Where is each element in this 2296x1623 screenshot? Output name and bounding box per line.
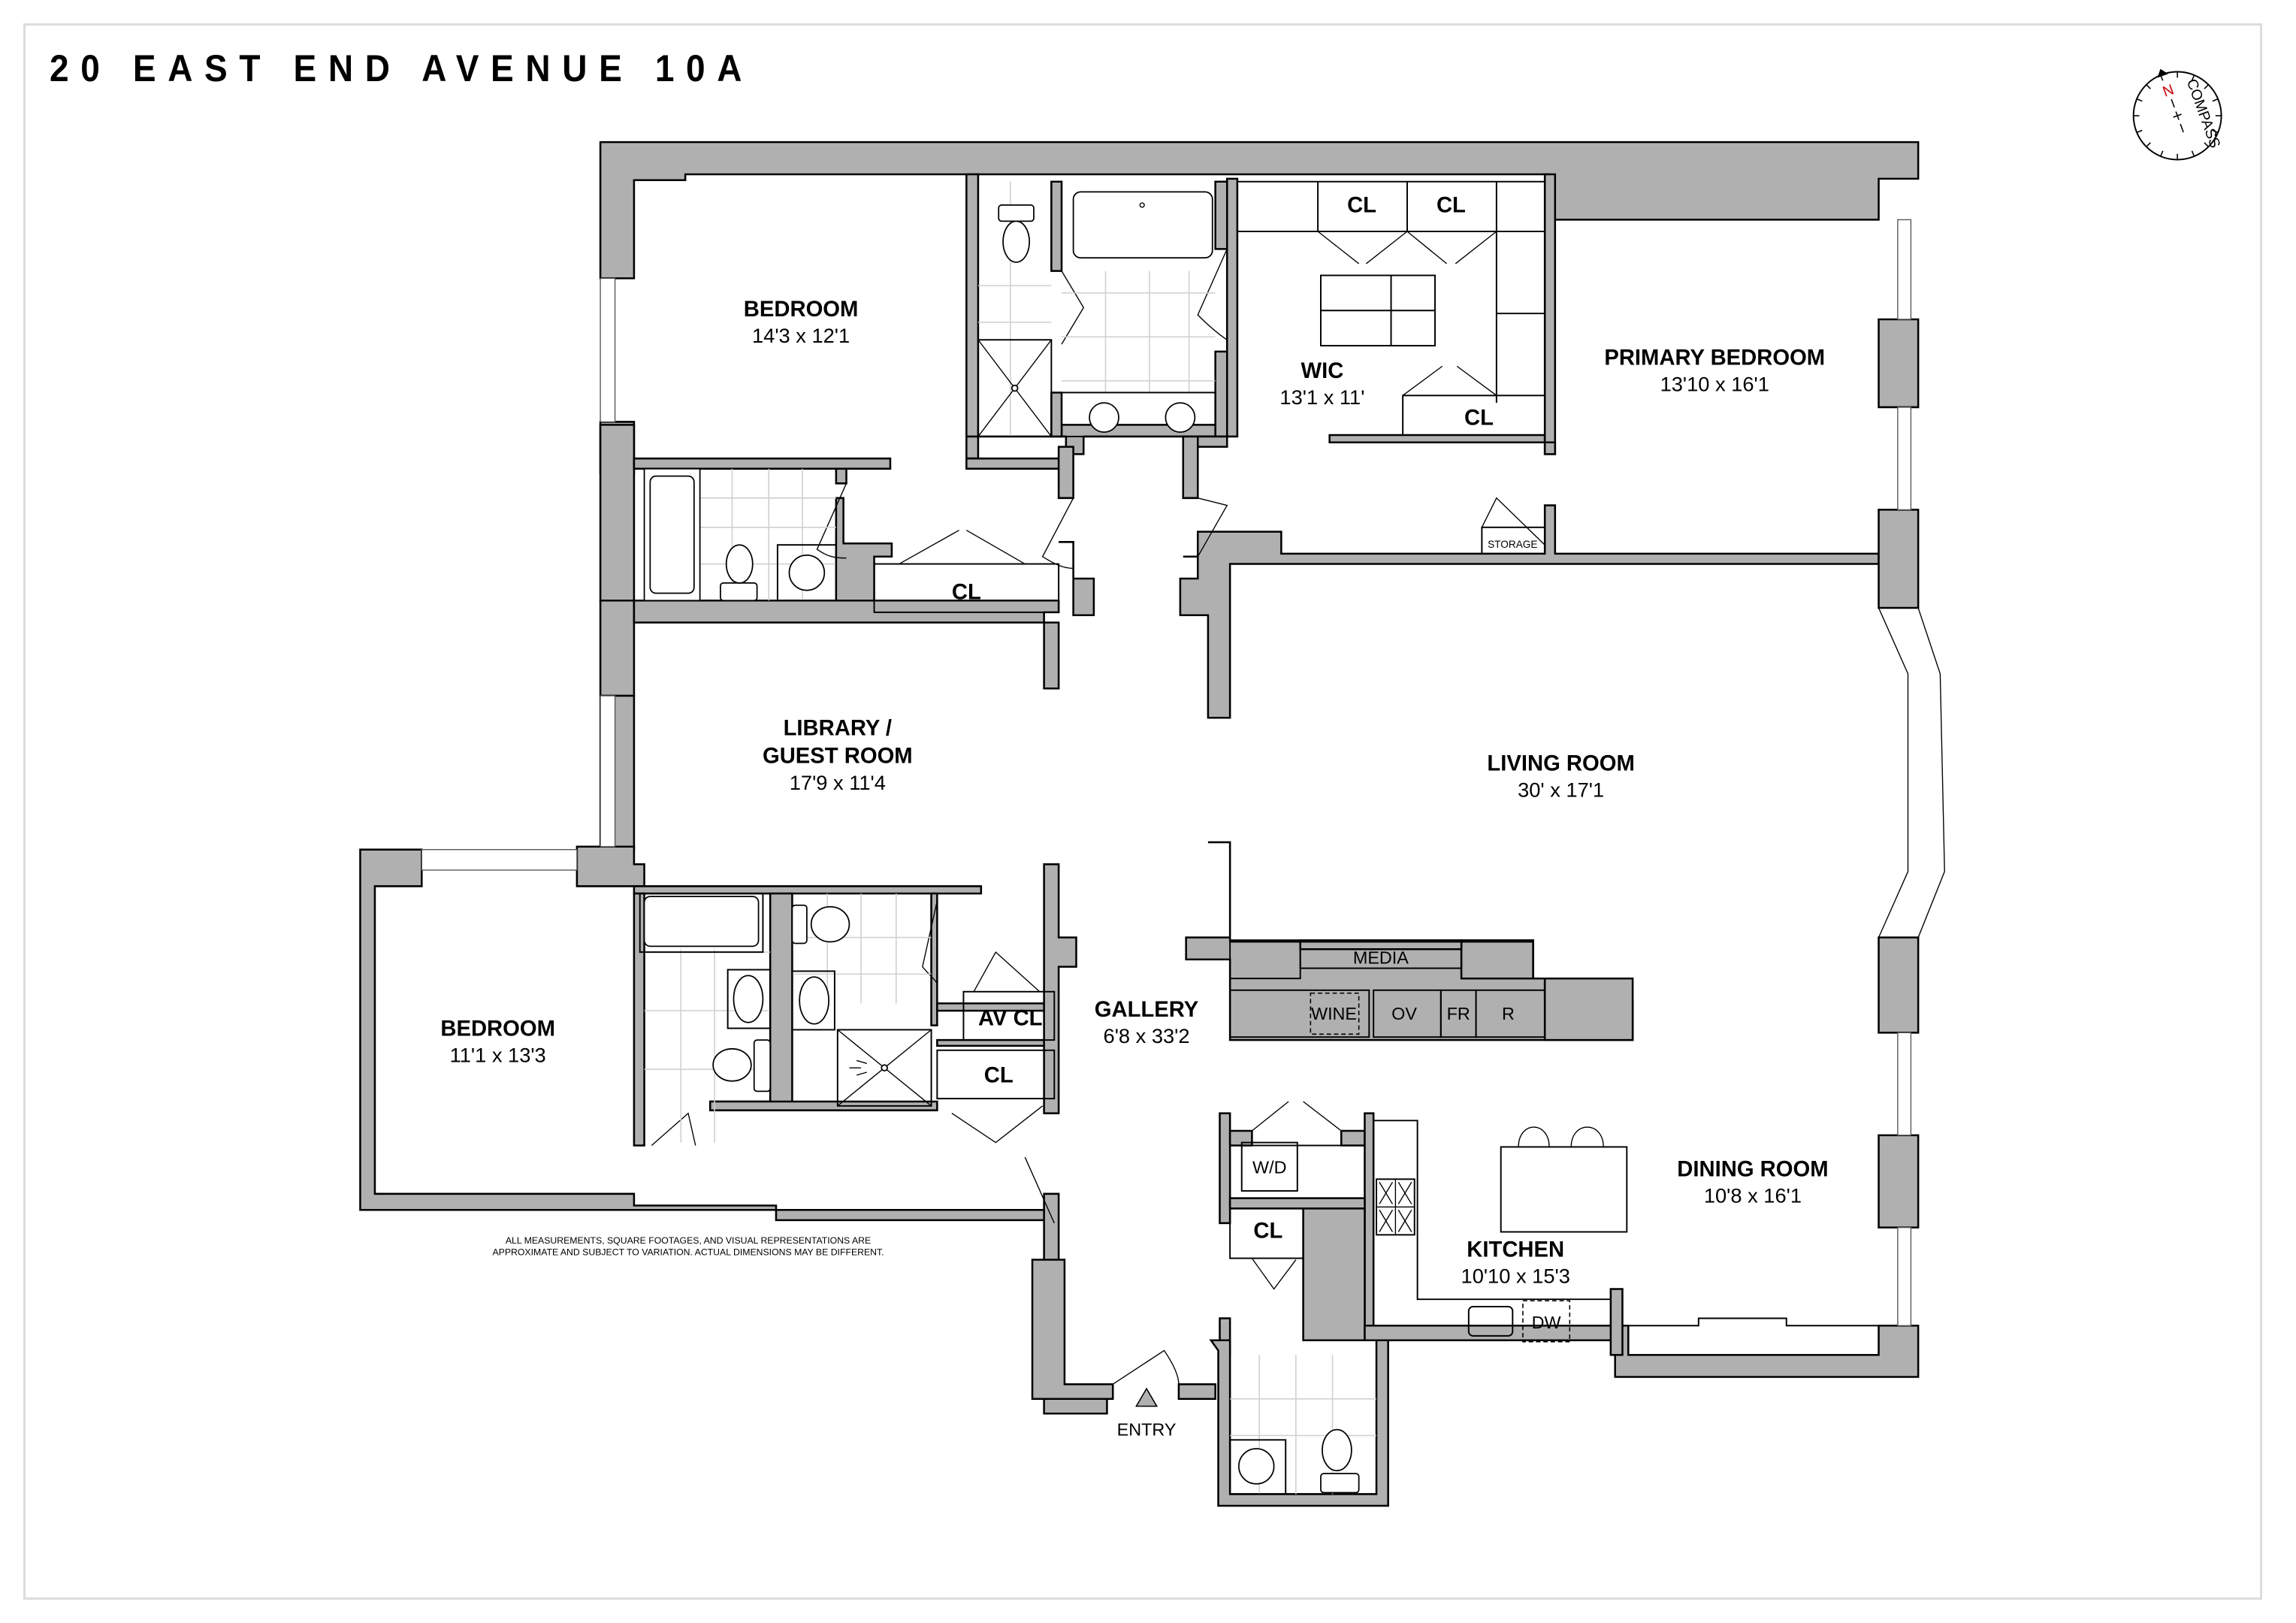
bathroom-fixtures [639,181,1377,1495]
storage-label: STORAGE [1488,539,1537,550]
room-dims-primary-bedroom: 13'10 x 16'1 [1660,373,1769,396]
closet-label-hall-top: CL [952,580,981,604]
room-label-gallery: GALLERY [1095,998,1199,1022]
room-label-primary-bedroom: PRIMARY BEDROOM [1604,346,1825,370]
room-label-bedroom-2: BEDROOM [440,1017,555,1041]
closet-label-wic-1: CL [1347,194,1376,218]
media-label: MEDIA [1353,948,1409,968]
room-label-dining-room: DINING ROOM [1677,1157,1828,1181]
room-dims-wic: 13'1 x 11' [1279,385,1364,409]
closet-label-hall-mid: CL [984,1064,1014,1088]
compass-icon: N COMPASS [2132,68,2223,161]
room-dims-kitchen: 10'10 x 15'3 [1461,1265,1570,1288]
closet-label-av: AV CL [978,1007,1042,1031]
room-label-wic: WIC [1301,359,1344,383]
room-dims-bedroom-1: 14'3 x 12'1 [752,324,850,347]
oven-label: OV [1391,1004,1417,1023]
room-label-library-line1: LIBRARY / [784,717,892,741]
appliance-labels: MEDIA WINE OV FR R W/D DW [1252,948,1561,1332]
room-label-living-room: LIVING ROOM [1487,751,1634,775]
windows [421,219,1945,1326]
closet-label-wic-3: CL [1464,406,1494,430]
disclaimer-line-2: APPROXIMATE AND SUBJECT TO VARIATION. AC… [492,1247,884,1258]
page-title: 20 EAST END AVENUE 10A [50,47,754,89]
page-frame [23,23,2262,1600]
room-labels: BEDROOM 14'3 x 12'1 WIC 13'1 x 11' PRIMA… [440,298,1828,1288]
closet-label-laundry: CL [1253,1219,1282,1243]
disclaimer-line-1: ALL MEASUREMENTS, SQUARE FOOTAGES, AND V… [506,1235,871,1246]
dishwasher-label: DW [1532,1313,1561,1332]
entry-label: ENTRY [1117,1419,1177,1439]
room-label-kitchen: KITCHEN [1467,1238,1564,1262]
room-label-library-line2: GUEST ROOM [763,745,913,769]
closet-label-wic-2: CL [1437,194,1466,218]
washer-dryer-label: W/D [1252,1158,1286,1177]
closet-labels: CL CL CL CL AV CL CL CL STORAGE [952,194,1538,1244]
room-dims-dining-room: 10'8 x 16'1 [1704,1184,1802,1207]
room-dims-living-room: 30' x 17'1 [1518,778,1604,802]
freezer-label: FR [1447,1004,1470,1023]
room-outlines [633,174,1879,1407]
room-label-bedroom-1: BEDROOM [744,298,859,322]
wine-label: WINE [1311,1004,1357,1023]
room-dims-library: 17'9 x 11'4 [790,771,886,794]
compass-north-label: N [2161,81,2177,100]
refrigerator-label: R [1502,1004,1515,1023]
room-dims-gallery: 6'8 x 33'2 [1104,1024,1190,1047]
room-dims-bedroom-2: 11'1 x 13'3 [450,1043,546,1066]
